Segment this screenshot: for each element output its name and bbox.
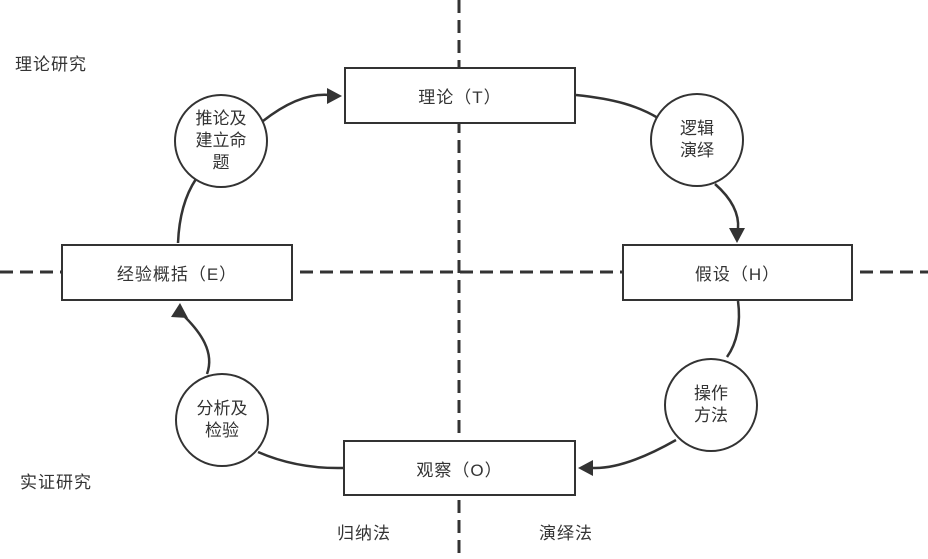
region-label-induction-method: 归纳法 <box>337 524 391 543</box>
connector-analysis-to-empirical <box>184 316 211 375</box>
node-hypothesis-label: 假设（H） <box>694 265 781 284</box>
connector-inference-to-theory <box>262 93 331 122</box>
node-hypothesis: 假设（H） <box>622 244 853 301</box>
node-observation: 观察（O） <box>343 440 576 496</box>
arrowhead-into-theory <box>327 88 342 104</box>
node-theory-label: 理论（T） <box>418 88 502 107</box>
connector-operation-to-observation <box>592 438 677 470</box>
process-logical-deduction-label: 逻辑演绎 <box>680 119 714 160</box>
process-analysis-testing: 分析及检验 <box>175 373 269 467</box>
node-theory: 理论（T） <box>344 67 576 124</box>
connector-theory-to-deduction <box>575 93 659 120</box>
connector-hypothesis-to-operation <box>725 300 741 358</box>
process-logical-deduction: 逻辑演绎 <box>650 93 744 187</box>
node-empirical-generalization: 经验概括（E） <box>61 244 293 301</box>
connector-deduction-to-hypothesis <box>714 183 740 230</box>
arrowhead-into-hypothesis <box>729 228 745 243</box>
process-analysis-testing-label: 分析及检验 <box>196 399 248 440</box>
region-label-deduction-method: 演绎法 <box>539 524 593 543</box>
process-inference-proposition-label: 推论及建立命题 <box>195 109 247 172</box>
node-observation-label: 观察（O） <box>416 460 503 480</box>
arrowhead-into-empirical <box>171 303 188 318</box>
region-label-empirical-research: 实证研究 <box>20 473 92 492</box>
process-operational-method-label: 操作方法 <box>694 384 728 425</box>
region-label-theoretical-research: 理论研究 <box>15 55 87 74</box>
arrowhead-into-observation <box>578 460 593 476</box>
process-operational-method: 操作方法 <box>664 358 758 452</box>
node-empirical-generalization-label: 经验概括（E） <box>116 265 238 284</box>
process-inference-proposition: 推论及建立命题 <box>174 94 268 188</box>
connector-observation-to-analysis <box>257 450 344 470</box>
connector-empirical-to-inference <box>176 178 198 244</box>
